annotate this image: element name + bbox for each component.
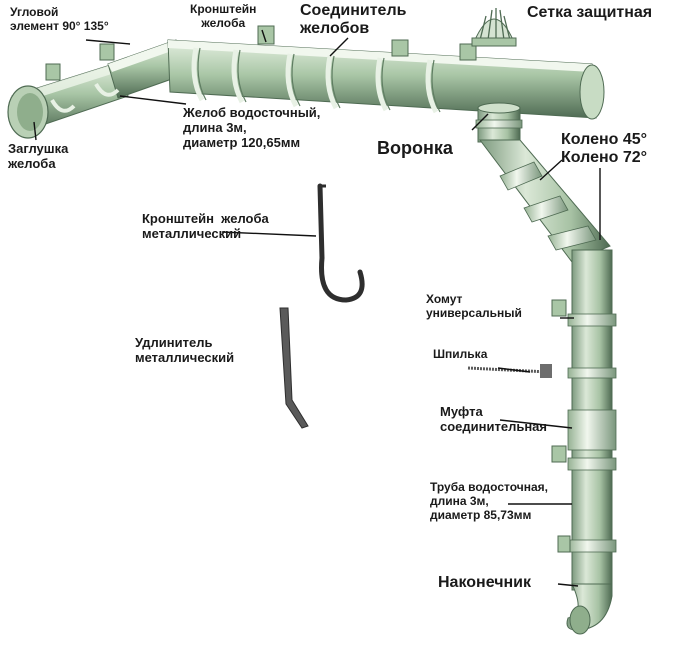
label-elbow: Колено 45° Колено 72° [561, 131, 648, 167]
label-pin: Шпилька [433, 347, 488, 361]
label-coupling: Муфта соединительная [440, 404, 548, 434]
protective-mesh [471, 8, 517, 47]
label-funnel: Воронка [377, 138, 453, 158]
label-corner-element: Угловой элемент 90° 135° [10, 5, 109, 33]
label-gutter-drain: Желоб водосточный, длина 3м, диаметр 120… [183, 105, 321, 150]
pipe-clamp-brackets [551, 299, 571, 553]
leader-lines [33, 29, 601, 587]
label-gutter-connector: Соединитель желобов [300, 2, 407, 38]
gutter-brackets-left [45, 43, 120, 113]
label-metal-bracket: Кронштейн желоба металлический [142, 211, 269, 241]
label-metal-extender: Удлинитель металлический [135, 335, 235, 365]
label-universal-clamp: Хомут универсальный [426, 292, 522, 320]
gutter-connector-rings-shade [197, 47, 441, 113]
label-gutter-bracket-top: Кронштейн желоба [190, 2, 257, 30]
label-tip: Наконечник [438, 574, 531, 591]
label-downpipe: Труба водосточная, длина 3м, диаметр 85,… [430, 480, 548, 522]
funnel [475, 102, 523, 143]
elbow-pipe [478, 139, 611, 263]
label-gutter-cap: Заглушка желоба [8, 141, 69, 171]
metal-extender [279, 307, 309, 429]
metal-bracket [317, 183, 365, 303]
pin-screw [467, 364, 552, 378]
downpipe-tip [566, 583, 613, 635]
gutter-end-cap [7, 85, 49, 139]
label-protective-mesh: Сетка защитная [527, 4, 653, 21]
gutter-connector-rings [191, 47, 439, 114]
downpipe-bands [567, 313, 617, 553]
gutter-brackets-top [257, 25, 477, 61]
